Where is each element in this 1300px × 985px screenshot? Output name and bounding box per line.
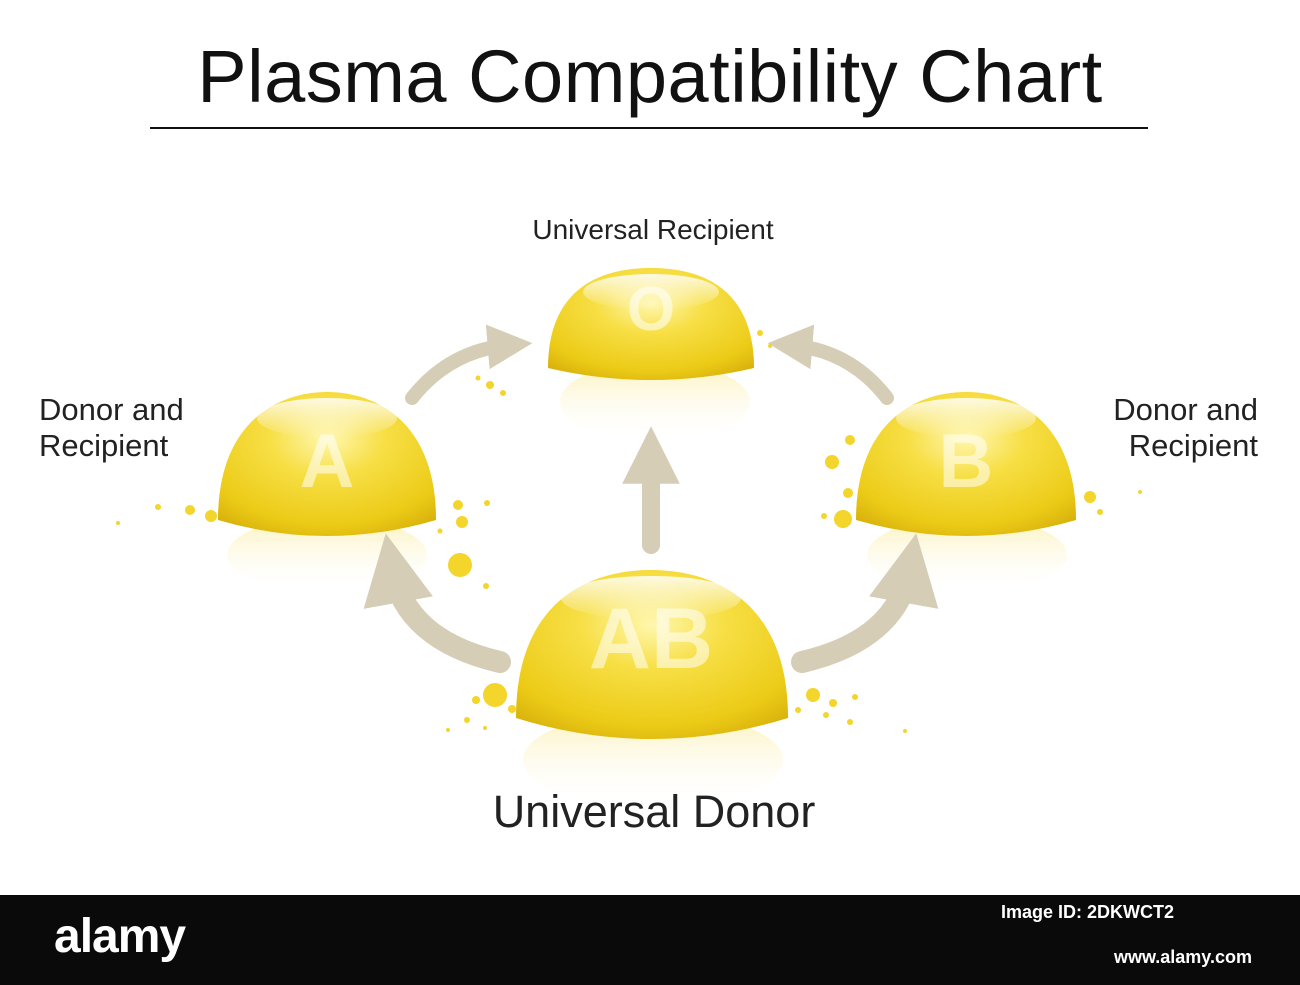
drop-letter-o: O <box>627 275 675 344</box>
image-id: Image ID: 2DKWCT2 <box>1001 903 1174 923</box>
label-b: Donor and Recipient <box>1113 392 1258 464</box>
arrow-ab-to-b <box>802 568 910 662</box>
arrow-a-to-o <box>412 345 510 398</box>
label-b-line2: Recipient <box>1113 428 1258 464</box>
arrow-b-to-o <box>790 345 887 398</box>
drop-letter-b: B <box>939 419 994 504</box>
arrow-ab-to-a <box>392 568 500 662</box>
label-a-line2: Recipient <box>39 428 184 464</box>
label-universal-donor: Universal Donor <box>0 786 1300 838</box>
label-a-line1: Donor and <box>39 392 184 428</box>
drop-letter-ab: AB <box>589 591 713 687</box>
compatibility-diagram: O A B AB <box>0 0 1300 895</box>
drop-letter-a: A <box>300 419 355 504</box>
label-b-line1: Donor and <box>1113 392 1258 428</box>
alamy-logo: alamy <box>54 913 185 961</box>
label-universal-recipient: Universal Recipient <box>0 214 1300 246</box>
footer-url: www.alamy.com <box>1114 948 1252 966</box>
label-a: Donor and Recipient <box>39 392 184 464</box>
